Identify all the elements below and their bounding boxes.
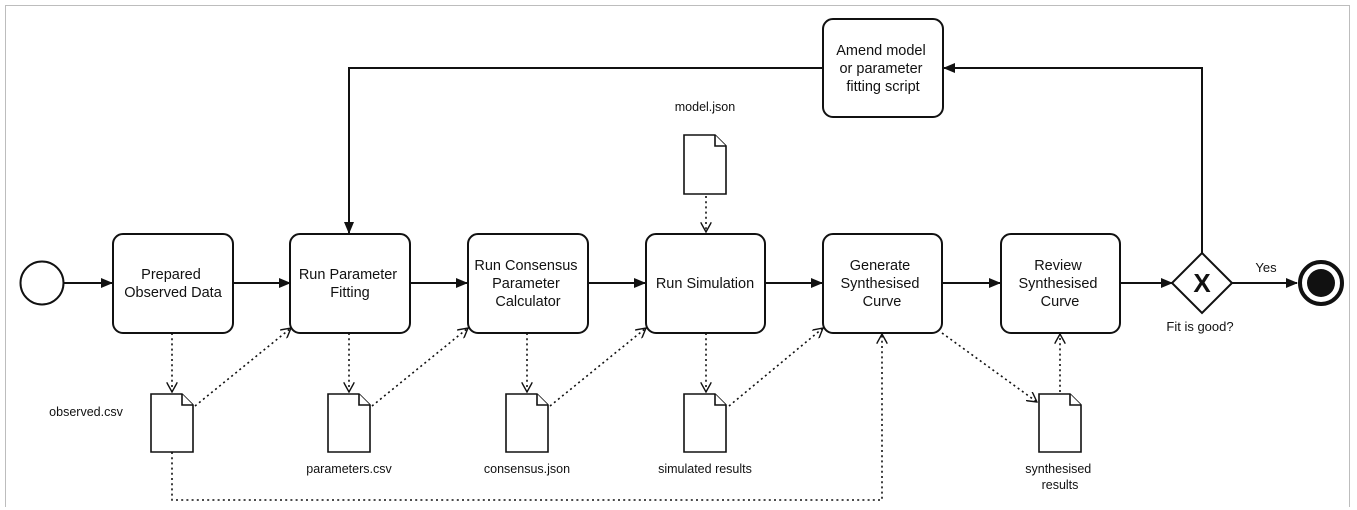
gateway-x-icon: X — [1193, 268, 1211, 298]
document-consensus-icon — [505, 393, 549, 453]
document-simulated-icon — [683, 393, 727, 453]
task-prepared-label: Prepared Observed Data — [124, 267, 222, 301]
doc-model-label: model.json — [675, 100, 735, 114]
assoc-consensusjson-to-simulation — [549, 328, 646, 407]
task-labels: Prepared Observed Data Run Parameter Fit… — [124, 43, 1101, 310]
assoc-simulated-to-generate — [728, 328, 823, 407]
task-prepared-observed-data[interactable] — [112, 233, 234, 334]
start-event — [19, 260, 65, 306]
assoc-generate-to-synthesised — [941, 332, 1037, 402]
document-labels: observed.csv parameters.csv consensus.js… — [49, 100, 1095, 492]
doc-consensus-label: consensus.json — [484, 462, 570, 476]
task-generate-synthesised-curve[interactable] — [822, 233, 943, 334]
doc-parameters-label: parameters.csv — [306, 462, 392, 476]
task-run-consensus-calculator[interactable] — [467, 233, 589, 334]
data-associations — [172, 196, 1060, 501]
gateway-yes-label: Yes — [1255, 260, 1277, 275]
task-amend-label: Amend model or parameter fitting script — [836, 43, 930, 95]
doc-simulated-label: simulated results — [658, 462, 752, 476]
data-objects — [150, 134, 1082, 453]
task-boxes — [112, 18, 1121, 334]
task-run-simulation[interactable] — [645, 233, 766, 334]
task-fitting-label: Run Parameter Fitting — [299, 267, 401, 301]
document-observed-icon — [150, 393, 194, 453]
task-simulation-label: Run Simulation — [656, 276, 754, 292]
document-model-icon — [683, 134, 727, 195]
document-synthesised-icon — [1038, 393, 1082, 453]
document-parameters-icon — [327, 393, 371, 453]
diagram-frame — [5, 5, 1350, 507]
flow-amend-to-fitting — [344, 67, 822, 234]
task-review-synthesised-curve[interactable] — [1000, 233, 1121, 334]
flow-gateway-to-amend — [943, 63, 1203, 253]
task-review-label: Review Synthesised Curve — [1018, 258, 1101, 310]
doc-synthesised-label: synthesised results — [1025, 462, 1095, 492]
assoc-observed-to-fitting — [194, 328, 291, 407]
task-generate-label: Generate Synthesised Curve — [840, 258, 923, 310]
sequence-flows — [64, 63, 1298, 288]
doc-observed-label: observed.csv — [49, 405, 123, 419]
task-amend-model[interactable] — [822, 18, 944, 118]
exclusive-gateway: X — [1170, 251, 1234, 315]
gateway-question-label: Fit is good? — [1166, 319, 1233, 334]
task-run-parameter-fitting[interactable] — [289, 233, 411, 334]
assoc-parameters-to-consensus — [371, 328, 468, 407]
task-consensus-label: Run Consensus Parameter Calculator — [474, 258, 581, 310]
end-event — [1298, 260, 1344, 306]
